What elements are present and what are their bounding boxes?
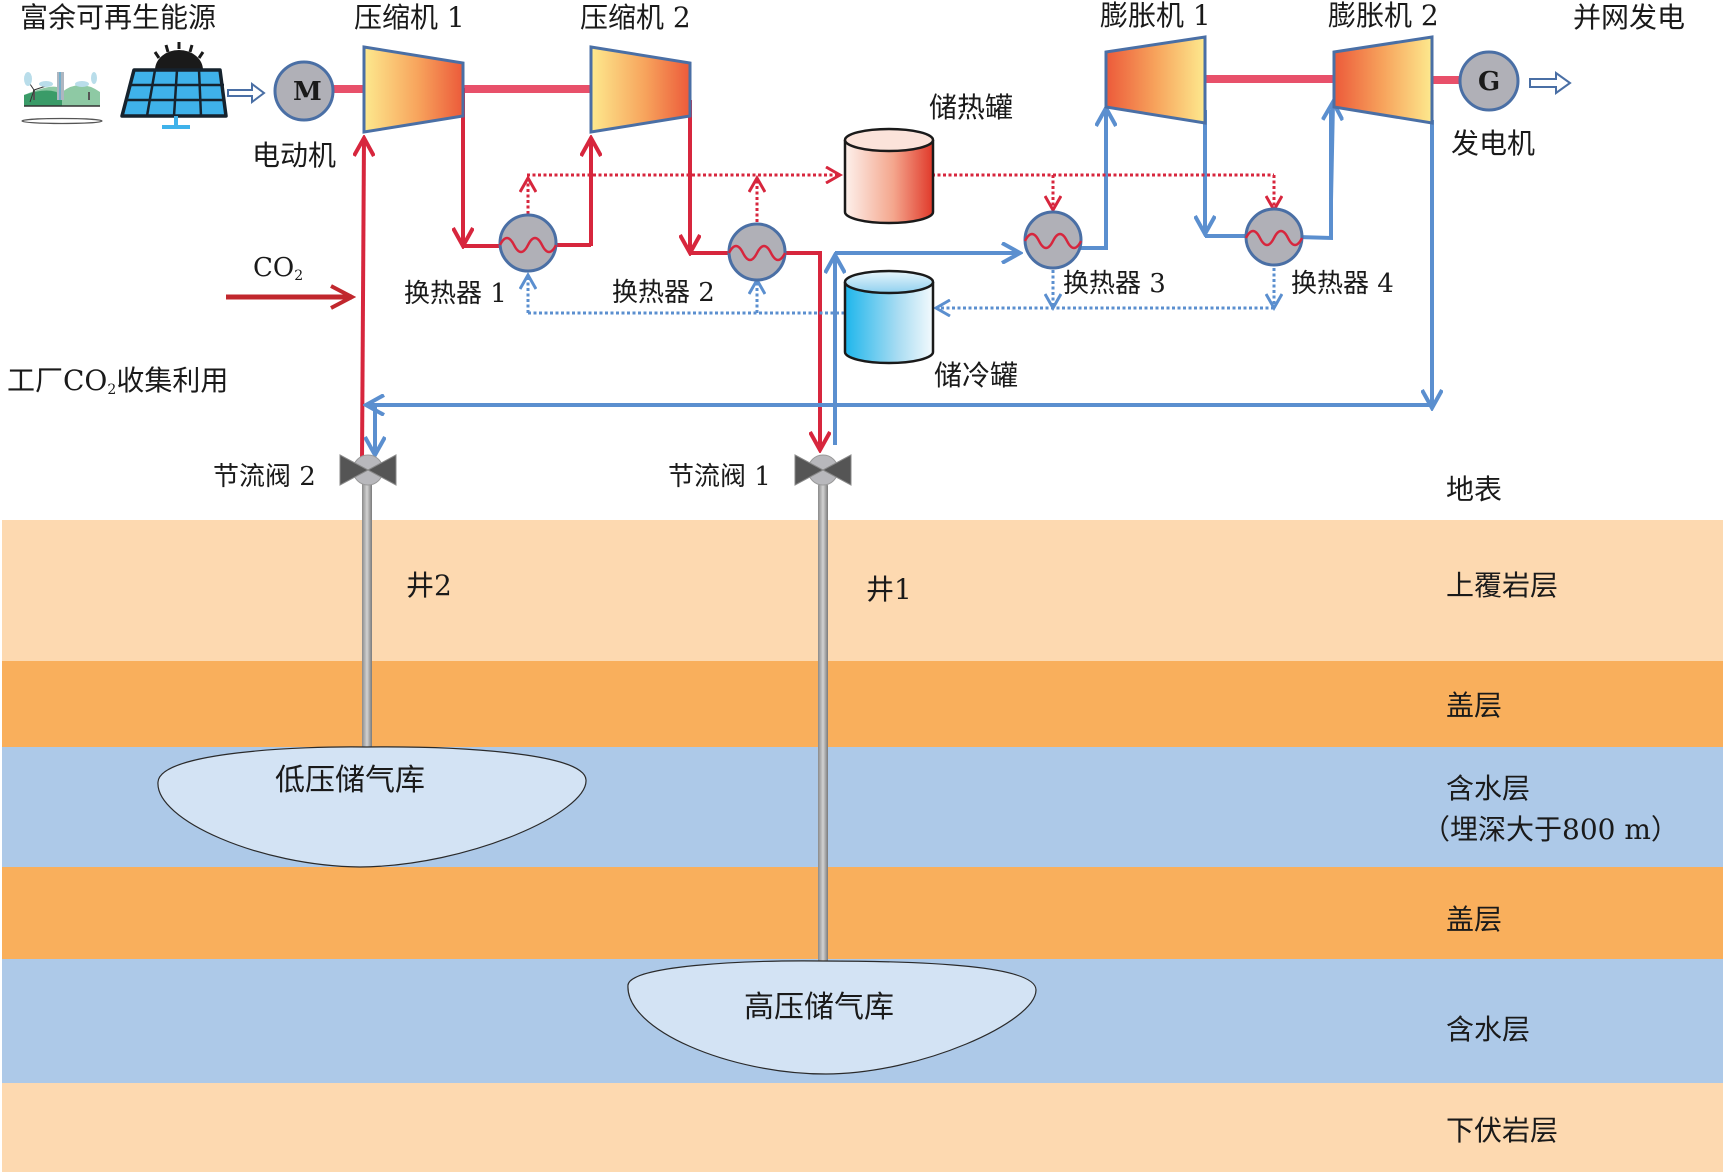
- stratum-label-caprock-2: 盖层: [1446, 903, 1503, 936]
- heat-exchanger-3-icon: [1023, 210, 1083, 270]
- stratum-caprock-1: [2, 661, 1723, 747]
- co2-input-text: CO: [253, 253, 295, 283]
- wind-turbine-icon: [21, 72, 103, 125]
- stratum-caprock-2: [2, 867, 1723, 959]
- grid-output-label: 并网发电: [1573, 1, 1686, 34]
- factory-co2-subscript: 2: [107, 382, 117, 398]
- low-pressure-reservoir-label: 低压储气库: [275, 763, 425, 798]
- compressor-2-shape: [589, 45, 692, 134]
- generator-symbol: G: [1478, 67, 1501, 97]
- stratum-label-caprock-1: 盖层: [1446, 689, 1503, 722]
- motor-symbol: M: [293, 77, 322, 107]
- heat-exchangers: [498, 207, 1304, 282]
- expander-1-label: 膨胀机 1: [1100, 0, 1211, 32]
- hot-tank-label: 储热罐: [929, 91, 1014, 124]
- stratum-underburden: [2, 1083, 1723, 1172]
- factory-co2-suffix: 收集利用: [116, 364, 229, 397]
- co2-input-label: CO2: [253, 255, 303, 283]
- renewable-source-label: 富余可再生能源: [20, 1, 217, 34]
- solar-panel-icon: [120, 42, 228, 129]
- high-pressure-reservoir-label: 高压储气库: [744, 990, 894, 1025]
- hx-3-label: 换热器 3: [1063, 269, 1166, 299]
- cold-flow-lines: [366, 102, 1432, 455]
- heat-exchanger-1-icon: [498, 213, 558, 273]
- well-2-pipe: [362, 482, 372, 747]
- heat-exchanger-4-icon: [1244, 207, 1304, 267]
- factory-co2-label: 工厂CO2收集利用: [7, 364, 229, 398]
- motor-icon: [273, 60, 335, 122]
- motor-label: 电动机: [252, 139, 337, 172]
- well-2-label: 井2: [406, 569, 452, 602]
- power-input-arrow: [227, 82, 266, 104]
- heat-exchanger-2-icon: [727, 222, 787, 282]
- hot-tank-icon: [843, 127, 935, 225]
- expander-1-shape: [1104, 35, 1207, 125]
- compressor-1-label: 压缩机 1: [354, 1, 465, 34]
- stratum-label-surface: 地表: [1446, 473, 1503, 506]
- hx-4-label: 换热器 4: [1291, 269, 1394, 299]
- valve-1-label: 节流阀 1: [668, 462, 771, 492]
- high-pressure-reservoir-shape: [627, 960, 1037, 1075]
- expander-2-shape: [1332, 35, 1434, 125]
- low-pressure-reservoir-shape: [157, 746, 587, 868]
- well-1-label: 井1: [866, 573, 912, 606]
- stratum-label-overburden: 上覆岩层: [1446, 569, 1559, 602]
- throttle-valve-1-icon: [794, 454, 852, 486]
- grid-output-arrow: [1529, 71, 1572, 95]
- co2-input-subscript: 2: [294, 268, 304, 284]
- hot-storage-lines: [527, 175, 1274, 222]
- stratum-label-aquifer-1: 含水层: [1446, 772, 1531, 805]
- hx-2-label: 换热器 2: [612, 278, 715, 308]
- compressor-1-shape: [362, 45, 465, 134]
- stratum-overburden: [2, 520, 1723, 661]
- factory-co2-prefix: 工厂CO: [7, 364, 108, 397]
- cold-tank-label: 储冷罐: [934, 359, 1019, 392]
- expander-2-label: 膨胀机 2: [1328, 0, 1439, 32]
- stratum-label-aquifer-2: 含水层: [1446, 1013, 1531, 1046]
- valve-2-label: 节流阀 2: [213, 462, 316, 492]
- cold-storage-lines: [527, 268, 1274, 313]
- hot-flow-lines: [362, 88, 820, 461]
- generator-label: 发电机: [1451, 127, 1536, 160]
- stratum-label-underburden: 下伏岩层: [1446, 1114, 1559, 1147]
- well-1-pipe: [818, 482, 828, 964]
- hx-1-label: 换热器 1: [404, 279, 507, 309]
- stratum-label-aquifer-1-depth: （埋深大于800 m）: [1422, 813, 1679, 846]
- shafts: [333, 75, 1462, 93]
- cold-tank-icon: [843, 269, 935, 365]
- throttle-valve-2-icon: [339, 454, 397, 486]
- generator-icon: [1458, 50, 1520, 112]
- compressor-2-label: 压缩机 2: [580, 1, 691, 34]
